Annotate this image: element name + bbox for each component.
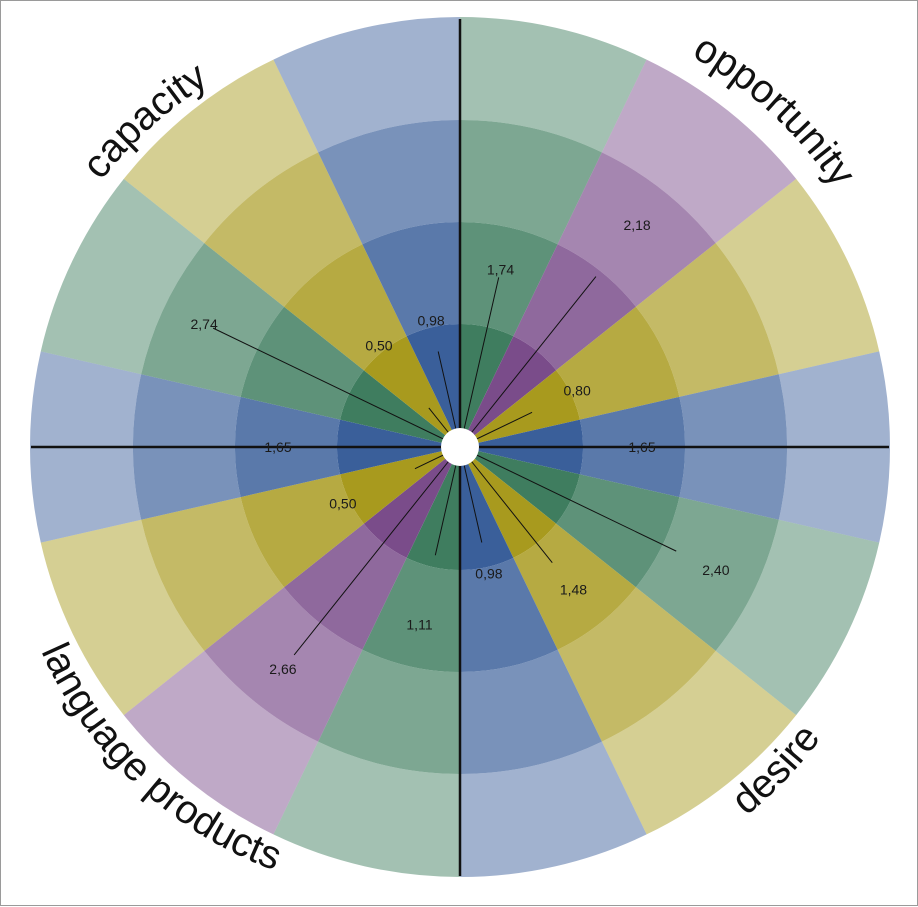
- sector-6: [460, 447, 797, 835]
- sector-5-ring-2: [556, 474, 680, 588]
- sector-2-ring-1: [460, 336, 557, 447]
- sector-10-ring-2: [240, 474, 364, 588]
- sector-14-ring-4: [273, 17, 460, 153]
- sector-8-ring-3: [318, 649, 460, 775]
- value-ray-6: [459, 446, 553, 564]
- value-labels-layer: 1,74 2,18 0,80 1,65 2,40 1,48 0,98 1,11 2,66 0,50…: [190, 217, 729, 677]
- sector-8: [273, 447, 460, 877]
- sector-10: [40, 447, 460, 716]
- sector-5-ring-1: [460, 447, 580, 524]
- value-label-9: 2,66: [269, 661, 296, 677]
- value-ray-5: [459, 446, 677, 552]
- sector-5: [460, 447, 880, 716]
- center-hub: [441, 428, 479, 466]
- sector-7: [460, 447, 647, 877]
- sector-8-ring-4: [273, 741, 460, 877]
- value-ray-9: [293, 446, 461, 656]
- sector-1-ring-4: [460, 17, 647, 153]
- sector-2-ring-3: [557, 152, 716, 307]
- value-label-11: 1,65: [264, 439, 291, 455]
- value-label-14: 0,98: [417, 312, 444, 328]
- sector-9-ring-2: [284, 523, 407, 650]
- sector-6-ring-3: [557, 587, 716, 742]
- sector-12-ring-4: [40, 178, 205, 375]
- sector-12-ring-1: [340, 370, 460, 447]
- value-ray-2: [459, 276, 597, 448]
- sector-10-ring-1: [340, 447, 460, 524]
- sector-3-ring-4: [715, 178, 880, 375]
- sector-14-ring-3: [318, 120, 460, 245]
- sector-3-ring-2: [556, 306, 680, 420]
- sector-13-ring-1: [363, 336, 460, 447]
- sector-6-ring-4: [601, 650, 797, 835]
- sector-13: [123, 59, 460, 447]
- sector-2-ring-2: [513, 244, 636, 371]
- value-label-1: 1,74: [487, 262, 514, 278]
- value-label-8: 1,11: [406, 616, 432, 632]
- sector-7-ring-2: [460, 557, 558, 672]
- sector-14-ring-1: [406, 324, 460, 447]
- sector-3: [460, 178, 880, 447]
- sector-14: [273, 17, 460, 447]
- sector-1-ring-3: [460, 120, 602, 245]
- sector-7-ring-3: [460, 649, 602, 774]
- sectors-layer: [29, 17, 890, 877]
- sector-6-ring-1: [460, 447, 557, 558]
- sector-1: [460, 17, 647, 447]
- value-label-7: 0,98: [475, 566, 502, 582]
- sector-2-ring-4: [601, 59, 797, 244]
- sector-8-ring-1: [406, 447, 460, 570]
- value-label-3: 0,80: [564, 383, 591, 399]
- value-label-4: 1,65: [628, 439, 655, 455]
- sector-12: [40, 178, 460, 447]
- sector-3-ring-3: [635, 243, 779, 397]
- value-label-6: 1,48: [560, 581, 587, 597]
- value-label-12: 2,74: [190, 316, 217, 332]
- sector-6-ring-2: [513, 523, 636, 650]
- value-label-10: 0,50: [329, 495, 356, 511]
- sector-1-ring-2: [460, 222, 558, 337]
- sector-3-ring-1: [460, 370, 580, 447]
- sector-14-ring-2: [362, 222, 460, 337]
- sector-7-ring-4: [460, 741, 647, 877]
- sector-13-ring-2: [284, 244, 407, 371]
- sector-5-ring-4: [715, 519, 880, 716]
- sector-5-ring-3: [635, 497, 779, 651]
- sector-13-ring-4: [123, 59, 319, 244]
- sector-12-ring-3: [141, 243, 285, 397]
- sector-8-ring-2: [362, 557, 460, 672]
- value-label-5: 2,40: [702, 562, 729, 578]
- sector-13-ring-3: [204, 152, 363, 307]
- sector-10-ring-3: [141, 497, 285, 651]
- sector-12-ring-2: [240, 306, 364, 420]
- sector-9: [123, 447, 460, 835]
- value-ray-1: [459, 277, 500, 448]
- value-label-2: 2,18: [623, 217, 650, 233]
- sector-9-ring-4: [123, 650, 319, 835]
- value-ray-12: [212, 327, 461, 448]
- sector-7-ring-1: [460, 447, 514, 570]
- sector-1-ring-1: [460, 324, 514, 447]
- value-label-13: 0,50: [365, 337, 392, 353]
- sector-9-ring-1: [363, 447, 460, 558]
- sector-10-ring-4: [40, 519, 205, 716]
- sector-9-ring-3: [204, 587, 363, 742]
- sector-2: [460, 59, 797, 447]
